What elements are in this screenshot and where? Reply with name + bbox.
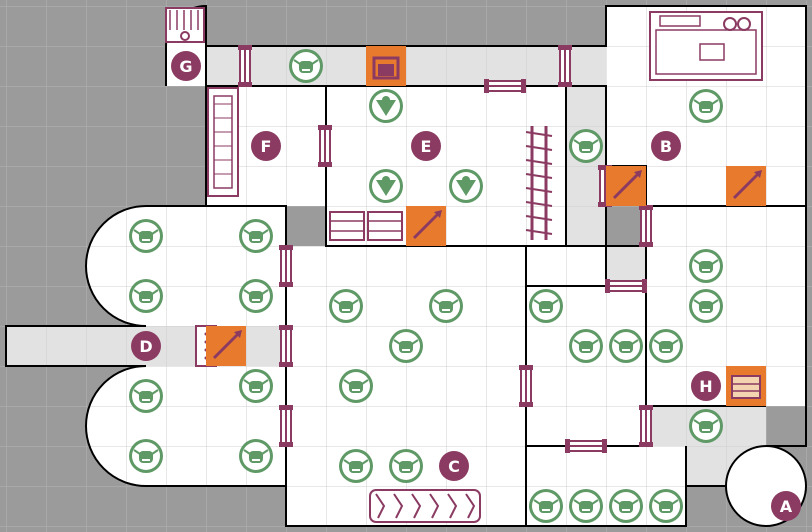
goblin-icon[interactable] bbox=[129, 219, 163, 253]
goblin-icon[interactable] bbox=[129, 279, 163, 313]
room-label: B bbox=[660, 137, 672, 156]
door-icon[interactable] bbox=[279, 325, 293, 367]
spear-trap-icon bbox=[606, 166, 646, 206]
table-icon bbox=[649, 11, 763, 81]
door-icon[interactable] bbox=[318, 125, 332, 167]
goblin-icon[interactable] bbox=[429, 289, 463, 323]
goblin-icon[interactable] bbox=[239, 369, 273, 403]
weapon-rack-icon bbox=[525, 126, 553, 240]
bookshelf-icon bbox=[207, 87, 239, 197]
spear-trap-icon bbox=[206, 326, 246, 366]
goblin-icon[interactable] bbox=[339, 449, 373, 483]
goblin-icon[interactable] bbox=[689, 249, 723, 283]
door-icon[interactable] bbox=[279, 405, 293, 447]
goblin-icon[interactable] bbox=[129, 379, 163, 413]
room-marker-h[interactable]: H bbox=[691, 371, 721, 401]
goblin-icon[interactable] bbox=[339, 369, 373, 403]
door-layer bbox=[238, 45, 653, 453]
room-label: A bbox=[780, 497, 793, 516]
chest-trap-icon bbox=[726, 366, 766, 406]
room-marker-a[interactable]: A bbox=[771, 491, 801, 521]
monster-layer bbox=[129, 49, 723, 523]
goblin-icon[interactable] bbox=[649, 329, 683, 363]
gargoyle-icon[interactable] bbox=[369, 169, 403, 203]
room-label: G bbox=[179, 57, 192, 76]
door-icon[interactable] bbox=[639, 405, 653, 447]
spear-trap-icon bbox=[726, 166, 766, 206]
goblin-icon[interactable] bbox=[529, 489, 563, 523]
goblin-icon[interactable] bbox=[239, 439, 273, 473]
goblin-icon[interactable] bbox=[129, 439, 163, 473]
wall-segment bbox=[206, 5, 807, 447]
goblin-icon[interactable] bbox=[609, 329, 643, 363]
pit-trap-icon bbox=[366, 46, 406, 86]
door-icon[interactable] bbox=[279, 245, 293, 287]
goblin-icon[interactable] bbox=[329, 289, 363, 323]
door-icon[interactable] bbox=[558, 45, 572, 87]
goblin-icon[interactable] bbox=[389, 329, 423, 363]
goblin-icon[interactable] bbox=[689, 289, 723, 323]
rubble-icon bbox=[369, 489, 481, 523]
goblin-icon[interactable] bbox=[569, 489, 603, 523]
gargoyle-icon[interactable] bbox=[449, 169, 483, 203]
room-marker-layer: A B C D E F G H bbox=[131, 51, 801, 521]
room-marker-g[interactable]: G bbox=[171, 51, 201, 81]
door-icon[interactable] bbox=[238, 45, 252, 87]
wall-segment bbox=[725, 445, 807, 527]
goblin-icon[interactable] bbox=[289, 49, 323, 83]
goblin-icon[interactable] bbox=[569, 329, 603, 363]
door-icon[interactable] bbox=[565, 439, 607, 453]
room-label: F bbox=[261, 137, 272, 156]
room-label: E bbox=[421, 137, 432, 156]
door-icon[interactable] bbox=[639, 205, 653, 247]
crates-icon bbox=[329, 211, 403, 241]
room-marker-d[interactable]: D bbox=[131, 331, 161, 361]
gargoyle-icon[interactable] bbox=[369, 89, 403, 123]
room-marker-f[interactable]: F bbox=[251, 131, 281, 161]
spear-trap-icon bbox=[406, 206, 446, 246]
goblin-icon[interactable] bbox=[689, 89, 723, 123]
goblin-icon[interactable] bbox=[649, 489, 683, 523]
furniture-layer bbox=[165, 7, 763, 523]
goblin-icon[interactable] bbox=[529, 289, 563, 323]
room-label: D bbox=[139, 337, 152, 356]
wall-segment bbox=[5, 205, 687, 527]
room-marker-e[interactable]: E bbox=[411, 131, 441, 161]
goblin-icon[interactable] bbox=[609, 489, 643, 523]
room-label: H bbox=[699, 377, 712, 396]
door-icon[interactable] bbox=[519, 365, 533, 407]
chest-icon bbox=[165, 7, 205, 43]
door-icon[interactable] bbox=[484, 79, 526, 93]
door-icon[interactable] bbox=[605, 279, 647, 293]
trap-layer bbox=[206, 46, 766, 406]
goblin-icon[interactable] bbox=[239, 219, 273, 253]
room-label: C bbox=[448, 457, 460, 476]
room-marker-b[interactable]: B bbox=[651, 131, 681, 161]
goblin-icon[interactable] bbox=[239, 279, 273, 313]
room-marker-c[interactable]: C bbox=[439, 451, 469, 481]
goblin-icon[interactable] bbox=[569, 129, 603, 163]
goblin-icon[interactable] bbox=[389, 449, 423, 483]
goblin-icon[interactable] bbox=[689, 409, 723, 443]
